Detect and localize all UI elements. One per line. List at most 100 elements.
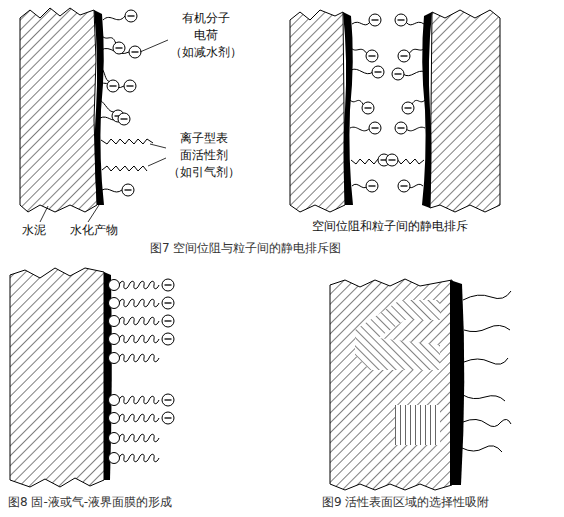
drawing-part bbox=[109, 453, 120, 464]
drawing-part bbox=[351, 159, 378, 164]
drawing-part bbox=[369, 122, 381, 134]
drawing-part bbox=[150, 144, 166, 148]
drawing-part bbox=[463, 291, 511, 300]
leader-lines bbox=[40, 40, 168, 222]
adsorbed-molecules bbox=[100, 10, 153, 196]
drawing-part bbox=[397, 159, 424, 164]
drawing-part bbox=[463, 419, 511, 426]
cement-hatch bbox=[430, 10, 500, 212]
drawing-part bbox=[118, 113, 130, 125]
drawing-part bbox=[409, 48, 425, 54]
drawing-part bbox=[162, 297, 174, 309]
hydration-layer bbox=[422, 12, 432, 208]
drawing-part bbox=[119, 335, 159, 343]
drawing-part bbox=[119, 299, 159, 307]
drawing-part bbox=[162, 333, 174, 345]
drawing-part bbox=[162, 279, 174, 291]
drawing-part bbox=[119, 317, 159, 325]
drawing-part bbox=[403, 71, 425, 76]
drawing-part bbox=[109, 316, 120, 327]
drawing-part bbox=[102, 36, 116, 44]
figure-caption: 图7 空间位阻与粒子间的静电排斥图 bbox=[150, 240, 341, 257]
drawing-part bbox=[122, 184, 134, 196]
drawing-part bbox=[119, 414, 159, 422]
cement-particle bbox=[330, 279, 464, 490]
drawing-part bbox=[119, 434, 159, 442]
drawing-part bbox=[102, 189, 122, 192]
drawing-part bbox=[351, 69, 373, 74]
panel-caption: 空间位阻和粒子间的静电排斥 bbox=[312, 218, 468, 235]
drawing-part bbox=[113, 42, 125, 54]
cement-hatch bbox=[10, 268, 104, 487]
drawing-part bbox=[162, 412, 174, 424]
drawing-part bbox=[351, 48, 367, 54]
cement-particle bbox=[290, 10, 500, 212]
drawing-part bbox=[40, 206, 48, 222]
drawing-part bbox=[109, 433, 120, 444]
drawing-part bbox=[366, 180, 378, 192]
drawing-part bbox=[129, 46, 141, 58]
drawing-part bbox=[402, 102, 414, 114]
drawing-part bbox=[103, 16, 125, 20]
drawing-part bbox=[109, 413, 120, 424]
cement-particle bbox=[20, 8, 104, 212]
drawing-part bbox=[398, 180, 410, 192]
drawing-part bbox=[372, 66, 384, 78]
active-region-hatch bbox=[355, 300, 440, 370]
drawing-part bbox=[162, 315, 174, 327]
hydration-layer bbox=[343, 12, 353, 205]
surfactant-film bbox=[109, 279, 175, 464]
drawing-part bbox=[119, 396, 159, 404]
drawing-part bbox=[395, 122, 407, 134]
active-region bbox=[395, 405, 440, 445]
drawing-part bbox=[109, 334, 120, 345]
drawing-part bbox=[406, 22, 424, 25]
drawing-part bbox=[119, 281, 159, 289]
drawing-part bbox=[362, 102, 374, 114]
callout-label: 离子型表 面活性剂 （如引气剂） bbox=[168, 130, 240, 181]
active-region-hatch bbox=[395, 405, 440, 445]
drawing-part bbox=[125, 10, 137, 22]
cement-hatch bbox=[20, 8, 97, 212]
drawing-part bbox=[350, 127, 370, 131]
drawing-part bbox=[140, 40, 168, 52]
hydration-layer bbox=[94, 10, 104, 205]
drawing-part bbox=[109, 395, 120, 406]
drawing-part bbox=[366, 50, 378, 62]
drawing-part bbox=[463, 395, 505, 401]
drawing-part bbox=[369, 14, 381, 26]
drawing-part bbox=[162, 394, 174, 406]
hydration-layer bbox=[450, 280, 464, 485]
drawing-part bbox=[395, 14, 407, 26]
drawing-part bbox=[352, 22, 370, 25]
drawing-part bbox=[124, 80, 136, 92]
drawing-part bbox=[109, 353, 120, 364]
figure-caption: 图9 活性表面区域的选择性吸附 bbox=[322, 494, 489, 511]
figure-caption: 图8 固-液或气-液界面膜的形成 bbox=[8, 494, 172, 511]
callout-label: 有机分子 电荷 （如减水剂） bbox=[170, 10, 242, 61]
drawing-part bbox=[107, 80, 119, 92]
drawing-part bbox=[119, 354, 159, 362]
drawing-part bbox=[88, 205, 99, 222]
drawing-part bbox=[386, 154, 398, 166]
drawing-part bbox=[109, 280, 120, 291]
drawing-part bbox=[398, 50, 410, 62]
repelling-molecules bbox=[350, 14, 425, 192]
drawing-part bbox=[350, 100, 364, 106]
drawing-part bbox=[109, 298, 120, 309]
drawing-part bbox=[100, 66, 110, 82]
cement-hatch bbox=[330, 279, 452, 490]
adsorbed-chains bbox=[462, 291, 511, 452]
drawing-part bbox=[462, 446, 502, 452]
drawing-part bbox=[119, 454, 159, 462]
cement-particle bbox=[10, 268, 112, 487]
cement-hatch bbox=[290, 10, 345, 212]
active-region bbox=[355, 300, 440, 370]
drawing-part bbox=[464, 325, 510, 331]
drawing-part bbox=[464, 358, 508, 364]
part-label: 水化产物 bbox=[70, 222, 118, 239]
drawing-part bbox=[101, 139, 153, 144]
part-label: 水泥 bbox=[22, 222, 46, 239]
